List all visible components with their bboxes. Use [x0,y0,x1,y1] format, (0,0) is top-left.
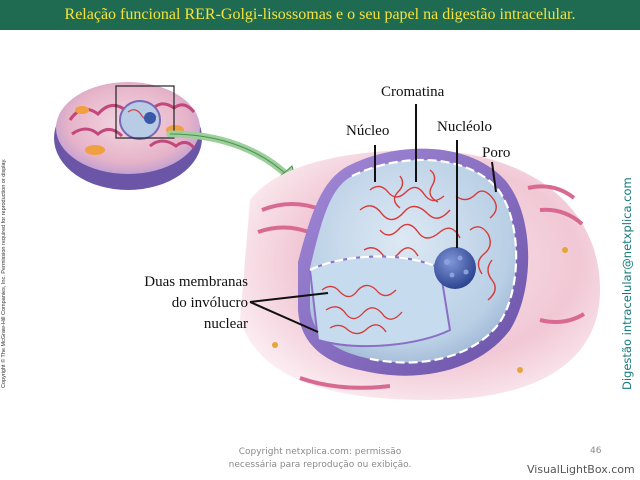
footer-credit-line2: necessária para reprodução ou exibição. [228,460,412,470]
footer-credit: Copyright netxplica.com: permissão neces… [200,446,440,472]
label-nucleo: Núcleo [346,123,390,139]
chromatin [359,169,497,301]
nucleolus [434,247,476,289]
label-membranas-line3: nuclear [203,316,248,332]
cell-overview [54,82,202,190]
label-poro: Poro [482,145,511,161]
nucleus-magnified [240,148,600,400]
label-cromatina: Cromatina [381,84,445,100]
label-membranas-line1: Duas membranas [144,274,248,290]
label-nucleolo: Nucléolo [437,119,492,135]
footer-credit-line1: Copyright netxplica.com: permissão [238,447,402,457]
leader-lines [249,104,497,333]
page-number: 46 [590,446,602,456]
title-bar: Relação funcional RER-Golgi-lisossomas e… [0,0,640,30]
label-membranas-line2: do invólucro [171,295,248,311]
footer-watermark: VisualLightBox.com [527,463,635,476]
label-membranas: Duas membranas do invólucro nuclear [140,272,248,335]
cut-face [308,255,452,348]
page-title: Relação funcional RER-Golgi-lisossomas e… [64,6,576,23]
